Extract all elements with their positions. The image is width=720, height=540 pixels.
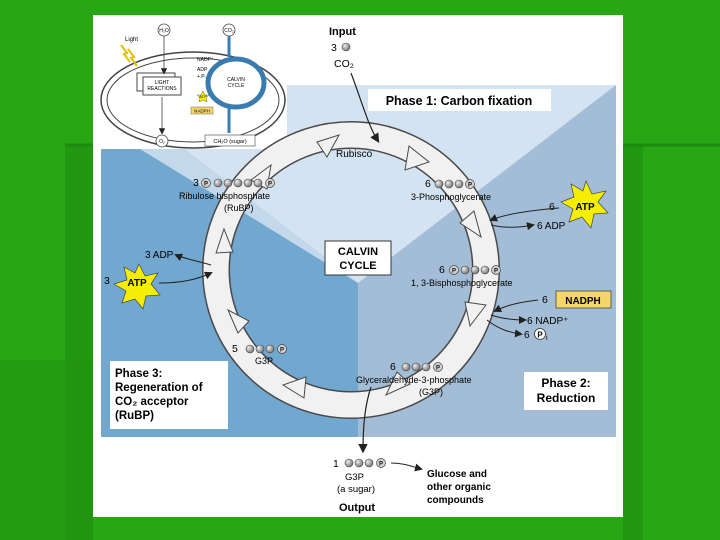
input-co2: Input 3 CO₂ Rubisco bbox=[329, 26, 380, 160]
svg-text:G3P: G3P bbox=[255, 356, 273, 366]
ring-arrow-icon bbox=[404, 145, 431, 171]
svg-text:compounds: compounds bbox=[427, 495, 484, 506]
calvin-cycle-center-label: CALVIN CYCLE bbox=[324, 240, 392, 276]
svg-text:P: P bbox=[537, 331, 543, 340]
output-g3p: 1 G3P (a sugar) Output Glucose and other… bbox=[333, 386, 491, 514]
svg-text:CO₂: CO₂ bbox=[334, 58, 354, 70]
svg-text:(G3P): (G3P) bbox=[419, 387, 443, 397]
svg-text:(RuBP): (RuBP) bbox=[224, 203, 254, 213]
svg-text:i: i bbox=[546, 335, 548, 342]
inset-sugar: CH₂O (sugar) bbox=[213, 139, 246, 145]
svg-text:Ribulose bisphosphate: Ribulose bisphosphate bbox=[179, 191, 270, 201]
molecule-g3p-recycled: 5 G3P bbox=[232, 343, 287, 366]
svg-text:3 ADP: 3 ADP bbox=[145, 250, 174, 261]
svg-text:6: 6 bbox=[390, 361, 396, 373]
calvin-cycle-figure: P LIGHT REACTIONS CALVIN CYCLE Light H₂O… bbox=[93, 15, 623, 517]
svg-text:3: 3 bbox=[193, 177, 199, 189]
svg-text:6: 6 bbox=[439, 264, 445, 276]
inset-atp: ATP bbox=[199, 94, 207, 99]
svg-text:(RuBP): (RuBP) bbox=[115, 410, 154, 422]
ring-arrow-icon bbox=[384, 371, 411, 397]
inset-atp-star-icon bbox=[196, 90, 210, 103]
svg-text:6: 6 bbox=[425, 178, 431, 190]
inset-calvin-1: CALVIN bbox=[227, 77, 245, 83]
phase2-atp-input: 6 ATP 6 ADP bbox=[489, 180, 609, 232]
inset-calvin-loop bbox=[205, 56, 267, 110]
svg-text:Phase 1: Carbon fixation: Phase 1: Carbon fixation bbox=[386, 94, 533, 108]
atp-star-icon bbox=[113, 263, 161, 310]
phase2-nadph-input: 6 NADPH 6 NADP⁺ 6 P i bbox=[486, 290, 612, 342]
svg-text:Phase 2:: Phase 2: bbox=[541, 376, 590, 390]
svg-text:6: 6 bbox=[542, 294, 548, 306]
svg-text:other organic: other organic bbox=[427, 482, 491, 493]
phase3-title: Phase 3: Regeneration of CO₂ acceptor (R… bbox=[110, 361, 228, 429]
chloroplast-inset: LIGHT REACTIONS CALVIN CYCLE Light H₂O C… bbox=[100, 19, 287, 149]
inset-calvin-2: CYCLE bbox=[228, 83, 245, 89]
light-bolt-icon bbox=[120, 44, 138, 67]
calvin-cycle-diagram: P LIGHT REACTIONS CALVIN CYCLE Light H₂O… bbox=[100, 19, 616, 514]
ring-arrow-icon bbox=[281, 376, 307, 399]
svg-text:6: 6 bbox=[549, 201, 555, 213]
svg-text:(a sugar): (a sugar) bbox=[337, 484, 375, 495]
svg-text:CALVIN: CALVIN bbox=[338, 246, 378, 258]
svg-text:NADPH: NADPH bbox=[565, 296, 601, 307]
svg-text:5: 5 bbox=[232, 343, 238, 355]
output-label: Output bbox=[339, 502, 375, 514]
ring-arrow-icon bbox=[464, 301, 487, 328]
svg-text:1: 1 bbox=[333, 458, 339, 470]
inset-light: Light bbox=[125, 37, 138, 43]
svg-text:ATP: ATP bbox=[575, 202, 595, 213]
svg-text:Glyceraldehyde-3-phosphate: Glyceraldehyde-3-phosphate bbox=[356, 375, 472, 385]
molecule-glyceraldehyde-3-phosphate: 6 Glyceraldehyde-3-phosphate (G3P) bbox=[356, 361, 472, 397]
ring-arrow-icon bbox=[226, 308, 250, 334]
svg-text:6: 6 bbox=[524, 330, 530, 341]
svg-text:G3P: G3P bbox=[345, 472, 364, 483]
svg-text:3: 3 bbox=[331, 42, 337, 54]
svg-text:6 NADP⁺: 6 NADP⁺ bbox=[527, 316, 568, 327]
molecule-1-3-bisphosphoglycerate: 6 1, 3-Bisphosphoglycerate bbox=[411, 264, 513, 288]
nadph-box bbox=[555, 290, 612, 309]
ring-arrow-icon bbox=[215, 227, 234, 254]
phase3-atp-input: 3 ADP 3 ATP bbox=[104, 250, 213, 310]
inset-light-reactions-2: REACTIONS bbox=[147, 86, 177, 92]
svg-text:3-Phosphoglycerate: 3-Phosphoglycerate bbox=[411, 192, 491, 202]
inset-co2: CO₂ bbox=[224, 28, 234, 34]
molecule-3-phosphoglycerate: 6 3-Phosphoglycerate bbox=[411, 178, 491, 202]
svg-text:3: 3 bbox=[104, 275, 110, 287]
inset-nadp: NADP⁺ bbox=[197, 57, 214, 63]
inset-nadph: NADPH bbox=[194, 109, 210, 114]
svg-text:1, 3-Bisphosphoglycerate: 1, 3-Bisphosphoglycerate bbox=[411, 278, 513, 288]
ring-arrow-icon bbox=[316, 134, 341, 158]
svg-text:Glucose and: Glucose and bbox=[427, 469, 487, 480]
svg-text:CO₂ acceptor: CO₂ acceptor bbox=[115, 396, 189, 408]
svg-text:6 ADP: 6 ADP bbox=[537, 221, 566, 232]
inset-adp: ADP bbox=[197, 67, 208, 73]
svg-text:CYCLE: CYCLE bbox=[339, 260, 376, 272]
inset-pi: + Pᵢ bbox=[197, 74, 206, 80]
molecule-ribulose-bisphosphate: 3 Ribulose bisphosphate (RuBP) bbox=[179, 177, 275, 213]
phase2-title: Phase 2: Reduction bbox=[524, 372, 608, 410]
phase1-title: Phase 1: Carbon fixation bbox=[368, 89, 551, 111]
svg-text:Reduction: Reduction bbox=[537, 391, 596, 405]
rubisco-label: Rubisco bbox=[336, 149, 373, 160]
svg-text:ATP: ATP bbox=[127, 278, 147, 289]
svg-text:Phase 3:: Phase 3: bbox=[115, 368, 162, 380]
atp-star-icon bbox=[560, 180, 609, 229]
inset-h2o: H₂O bbox=[159, 28, 169, 34]
inset-o2: O₂ bbox=[159, 139, 165, 145]
inset-light-reactions-1: LIGHT bbox=[155, 80, 170, 86]
input-label: Input bbox=[329, 26, 356, 38]
svg-text:Regeneration of: Regeneration of bbox=[115, 382, 203, 394]
ring-arrow-icon bbox=[459, 210, 482, 239]
